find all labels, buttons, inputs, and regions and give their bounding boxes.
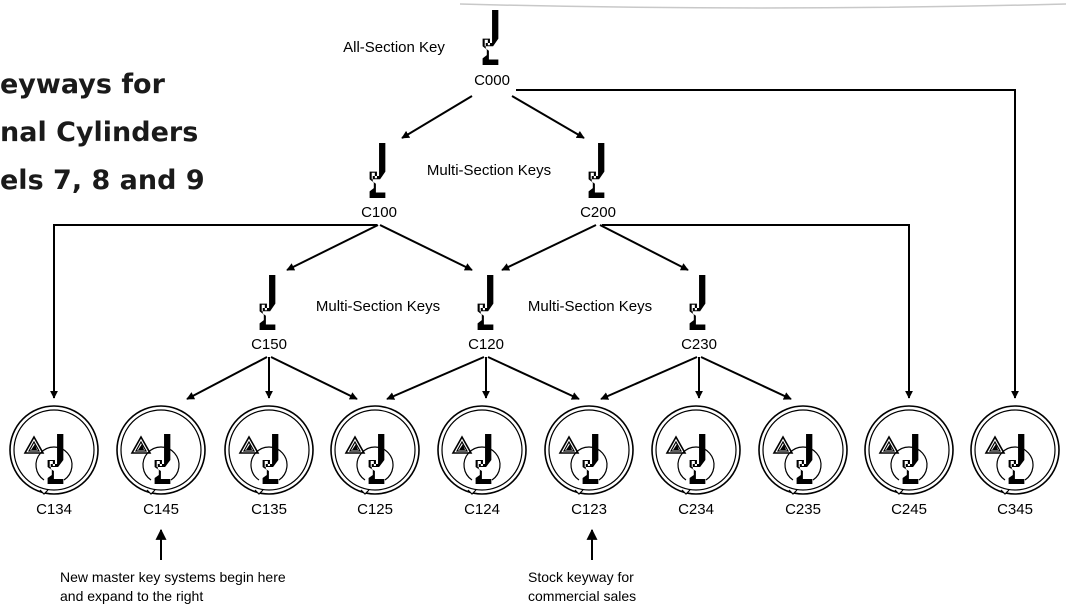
cylinder-node: C124 — [437, 405, 527, 518]
cylinder-plug — [996, 446, 1034, 481]
cylinder-notch — [360, 489, 370, 495]
cylinder-label: C145 — [143, 501, 179, 518]
cylinder-notch — [146, 489, 156, 495]
key-icon — [477, 275, 494, 330]
key-node-c200: C200 — [580, 143, 616, 221]
cylinder-outer-ring — [437, 405, 527, 495]
cylinder-node: C123 — [544, 405, 634, 518]
key-icon — [482, 10, 499, 65]
cylinder-outer-ring — [758, 405, 848, 495]
cylinder-node: C125 — [330, 405, 420, 518]
key-label-c230: C230 — [681, 336, 717, 353]
cylinder-outer-ring — [544, 405, 634, 495]
key-icon — [259, 275, 276, 330]
cylinder-label: C245 — [891, 501, 927, 518]
cylinder-outer-ring — [864, 405, 954, 495]
cylinder-inner-ring — [13, 409, 95, 491]
cylinder-plug — [142, 446, 180, 481]
cylinder-plug — [463, 446, 501, 481]
cylinder-label: C123 — [571, 501, 607, 518]
note-stock-line-1: Stock keyway for — [528, 569, 634, 585]
cylinder-plug — [890, 446, 928, 481]
note-stock-keyway: Stock keyway for commercial sales — [528, 528, 636, 604]
cylinder-inner-ring — [441, 409, 523, 491]
cylinder-outer-ring — [330, 405, 420, 495]
multi-section-keys-label-3: Multi-Section Keys — [528, 298, 652, 315]
key-node-c120: C120 — [468, 275, 504, 353]
cylinder-notch — [1000, 489, 1010, 495]
cylinder-notch — [681, 489, 691, 495]
cylinder-label: C125 — [357, 501, 393, 518]
cylinder-node: C145 — [116, 405, 206, 518]
cylinder-label: C124 — [464, 501, 500, 518]
key-label-c150: C150 — [251, 336, 287, 353]
multi-section-keys-label-1: Multi-Section Keys — [427, 162, 551, 179]
key-label-c200: C200 — [580, 204, 616, 221]
cylinder-plug — [677, 446, 715, 481]
cylinder-outer-ring — [116, 405, 206, 495]
cylinder-notch — [39, 489, 49, 495]
cylinder-label: C235 — [785, 501, 821, 518]
cylinder-node: C234 — [651, 405, 741, 518]
cylinder-label: C345 — [997, 501, 1033, 518]
cylinder-inner-ring — [762, 409, 844, 491]
key-icon — [369, 143, 386, 198]
note-new-systems-line-2: and expand to the right — [60, 588, 203, 604]
key-node-c100: C100 — [361, 143, 397, 221]
cylinder-plug — [784, 446, 822, 481]
cylinder-inner-ring — [334, 409, 416, 491]
cylinder-outer-ring — [224, 405, 314, 495]
cylinder-node: C345 — [970, 405, 1060, 518]
cylinder-notch — [574, 489, 584, 495]
key-label-c100: C100 — [361, 204, 397, 221]
cylinder-outer-ring — [9, 405, 99, 495]
cylinder-label: C134 — [36, 501, 72, 518]
cylinder-inner-ring — [228, 409, 310, 491]
cylinder-plug — [570, 446, 608, 481]
key-label-c000: C000 — [474, 72, 510, 89]
cylinder-inner-ring — [655, 409, 737, 491]
title-line-2: nal Cylinders — [0, 117, 198, 148]
key-node-c000: C000 All-Section Key — [343, 10, 510, 89]
cylinder-label: C135 — [251, 501, 287, 518]
cylinder-notch — [788, 489, 798, 495]
note-stock-line-2: commercial sales — [528, 588, 636, 604]
cylinder-inner-ring — [548, 409, 630, 491]
key-node-c230: C230 — [681, 275, 717, 353]
cylinder-inner-ring — [974, 409, 1056, 491]
cylinder-plug — [356, 446, 394, 481]
cylinder-label: C234 — [678, 501, 714, 518]
cylinder-inner-ring — [120, 409, 202, 491]
cylinder-plug — [250, 446, 288, 481]
key-icon — [689, 275, 706, 330]
cylinder-node: C134 — [9, 405, 99, 518]
cylinder-notch — [467, 489, 477, 495]
all-section-key-label: All-Section Key — [343, 39, 445, 56]
cylinder-node: C245 — [864, 405, 954, 518]
cylinder-node: C135 — [224, 405, 314, 518]
cylinder-notch — [254, 489, 264, 495]
hierarchy-edges — [50, 89, 1019, 400]
cylinder-inner-ring — [868, 409, 950, 491]
multi-section-keys-label-2: Multi-Section Keys — [316, 298, 440, 315]
title-line-3: els 7, 8 and 9 — [0, 165, 205, 196]
title-line-1: eyways for — [0, 69, 166, 100]
key-icon — [588, 143, 605, 198]
cylinder-row: C134 C145 C135 C125 C124 C123 C234 C235 C245 C345 — [9, 405, 1060, 518]
cylinder-notch — [894, 489, 904, 495]
cylinder-node: C235 — [758, 405, 848, 518]
frame-edge — [459, 3, 1066, 9]
key-label-c120: C120 — [468, 336, 504, 353]
cylinder-outer-ring — [970, 405, 1060, 495]
diagram-title: eyways for nal Cylinders els 7, 8 and 9 — [0, 69, 205, 196]
key-node-c150: C150 — [251, 275, 287, 353]
cylinder-plug — [35, 446, 73, 481]
note-new-systems: New master key systems begin here and ex… — [60, 528, 286, 604]
note-new-systems-line-1: New master key systems begin here — [60, 569, 286, 585]
cylinder-outer-ring — [651, 405, 741, 495]
